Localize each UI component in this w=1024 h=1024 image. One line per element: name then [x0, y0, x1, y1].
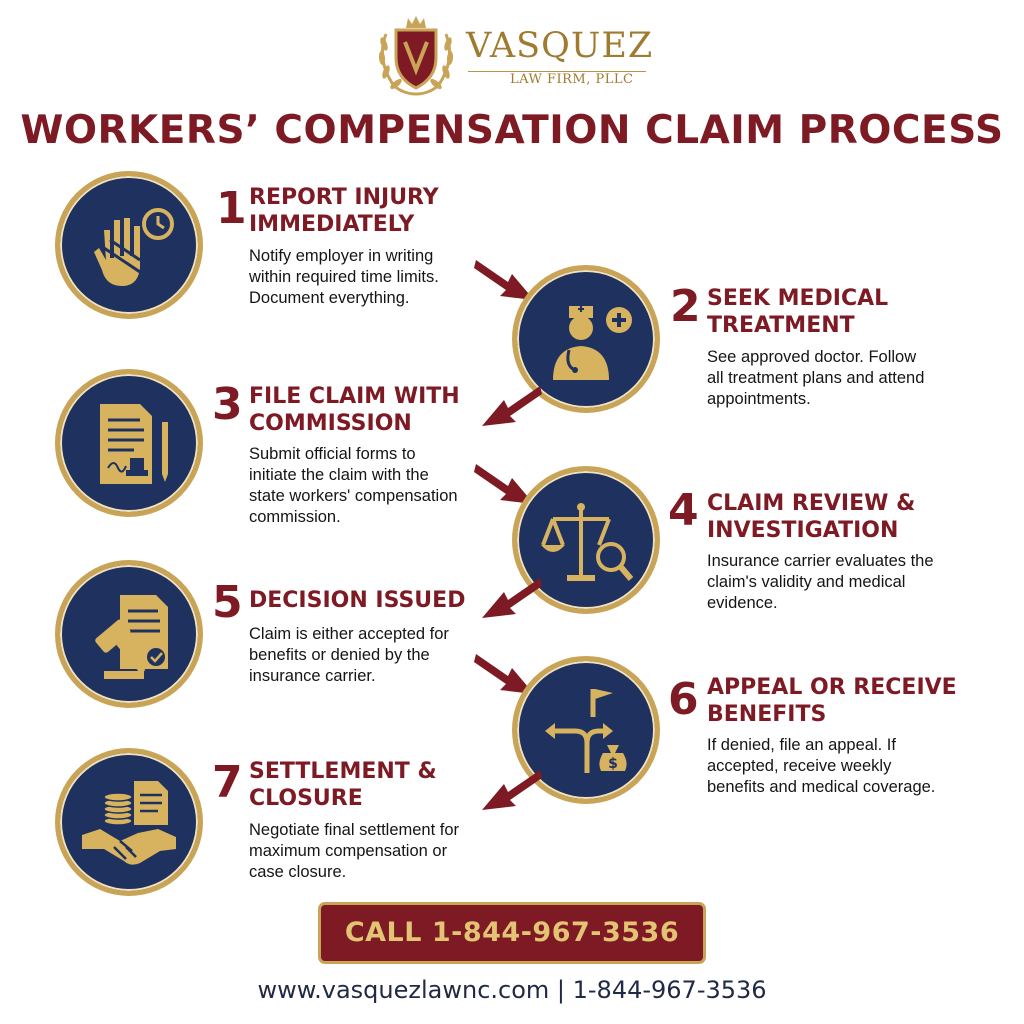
- step-2-desc-3: appointments.: [707, 390, 811, 408]
- step-1-title-line1: REPORT INJURY: [249, 185, 439, 210]
- step-7-title-line1: SETTLEMENT &: [249, 759, 437, 784]
- step-4-desc-3: evidence.: [707, 594, 778, 612]
- brand-divider: [468, 71, 646, 72]
- step-6-title-line2: BENEFITS: [707, 702, 827, 727]
- step-7-desc-2: maximum compensation or: [249, 842, 448, 860]
- step-3-icon-circle: [55, 369, 203, 517]
- step-5-desc-2: benefits or denied by the: [249, 646, 430, 664]
- page-title: WORKERS’ COMPENSATION CLAIM PROCESS: [20, 108, 1004, 153]
- step-4-title-line1: CLAIM REVIEW &: [707, 491, 916, 516]
- step-3-desc-3: state workers' compensation: [249, 487, 458, 505]
- step-1-icon-circle: [55, 171, 203, 319]
- step-4-desc-1: Insurance carrier evaluates the: [707, 552, 934, 570]
- svg-text:$: $: [608, 756, 618, 772]
- step-5-desc-1: Claim is either accepted for: [249, 625, 449, 643]
- step-6-desc-3: benefits and medical coverage.: [707, 778, 936, 796]
- step-3-desc-2: initiate the claim with the: [249, 466, 429, 484]
- step-1-number: 1: [216, 183, 247, 234]
- document-stamp-icon: [100, 404, 168, 484]
- step-2-title-line2: TREATMENT: [707, 313, 855, 338]
- step-4-number: 4: [668, 485, 699, 536]
- arrow-down-left-icon: [482, 770, 542, 810]
- step-3-desc-4: commission.: [249, 508, 341, 526]
- step-1-desc-3: Document everything.: [249, 289, 410, 307]
- step-2-title-line1: SEEK MEDICAL: [707, 286, 889, 311]
- footer-contact: www.vasquezlawnc.com | 1-844-967-3536: [257, 976, 767, 1004]
- step-3-title-line2: COMMISSION: [249, 411, 412, 436]
- scales-magnifier-icon: [541, 503, 634, 581]
- step-2-desc-2: all treatment plans and attend: [707, 369, 925, 387]
- step-5-title-line1: DECISION ISSUED: [249, 588, 466, 613]
- handshake-coins-icon: [82, 781, 176, 865]
- step-6-desc-1: If denied, file an appeal. If: [707, 736, 896, 754]
- brand-subtitle: LAW FIRM, PLLC: [510, 72, 634, 87]
- arrow-down-right-icon: [474, 464, 534, 504]
- arrow-down-left-icon: [482, 578, 542, 618]
- step-3-desc-1: Submit official forms to: [249, 445, 416, 463]
- split-path-money-icon: $: [545, 689, 627, 773]
- step-1-desc-1: Notify employer in writing: [249, 247, 434, 265]
- step-1-desc-2: within required time limits.: [249, 268, 439, 286]
- call-button-label: CALL 1-844-967-3536: [344, 917, 680, 948]
- step-6-icon-circle: $: [512, 656, 660, 804]
- step-6-desc-2: accepted, receive weekly: [707, 757, 892, 775]
- step-7-desc-3: case closure.: [249, 863, 347, 881]
- gavel-document-icon: [95, 595, 168, 679]
- step-3-number: 3: [212, 379, 243, 430]
- step-7-title-line2: CLOSURE: [249, 786, 363, 811]
- step-7-desc-1: Negotiate final settlement for: [249, 821, 460, 839]
- call-button[interactable]: CALL 1-844-967-3536: [318, 902, 706, 964]
- injured-hand-clock-icon: [94, 208, 174, 286]
- step-4-title-line2: INVESTIGATION: [707, 518, 899, 543]
- step-7-icon-circle: [55, 748, 203, 896]
- step-6-title-line1: APPEAL OR RECEIVE: [707, 675, 957, 700]
- step-1-title-line2: IMMEDIATELY: [249, 212, 415, 237]
- step-5-icon-circle: [55, 560, 203, 708]
- arrow-down-left-icon: [482, 386, 542, 426]
- arrow-down-right-icon: [474, 260, 534, 300]
- step-3-title-line1: FILE CLAIM WITH: [249, 384, 460, 409]
- brand-name: VASQUEZ: [466, 26, 654, 66]
- step-2-number: 2: [670, 281, 701, 332]
- arrow-down-right-icon: [474, 654, 534, 694]
- logo-emblem: [372, 14, 460, 98]
- step-4-desc-2: claim's validity and medical: [707, 573, 906, 591]
- step-2-desc-1: See approved doctor. Follow: [707, 348, 917, 366]
- doctor-icon: [553, 306, 632, 380]
- shield-laurel-icon: [378, 16, 454, 96]
- step-5-number: 5: [212, 577, 243, 628]
- step-5-desc-3: insurance carrier.: [249, 667, 376, 685]
- step-6-number: 6: [668, 674, 699, 725]
- step-7-number: 7: [212, 757, 243, 808]
